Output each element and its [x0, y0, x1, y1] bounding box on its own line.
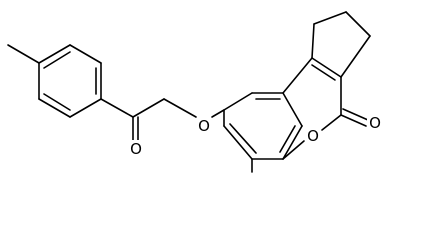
svg-text:O: O	[307, 127, 319, 145]
ring-oxygen-atom: O	[305, 127, 321, 145]
svg-text:O: O	[198, 117, 210, 135]
svg-text:O: O	[369, 114, 381, 132]
lactone-carbonyl-oxygen-atom: O	[367, 114, 383, 132]
cyclopentane-ring	[311, 11, 371, 78]
ether-linkage	[163, 98, 225, 118]
svg-text:O: O	[130, 140, 142, 158]
pyranone-ring	[282, 57, 369, 160]
tolyl-benzene-ring	[38, 44, 102, 118]
molecule-structure-diagram: O O O O	[7, 11, 383, 173]
ketone-oxygen-atom: O	[129, 140, 143, 158]
tolyl-methyl-group	[7, 44, 40, 64]
ether-oxygen-atom: O	[197, 117, 211, 135]
coumarin-benzene-ring	[223, 92, 303, 160]
ketone-carbonyl	[100, 98, 165, 142]
